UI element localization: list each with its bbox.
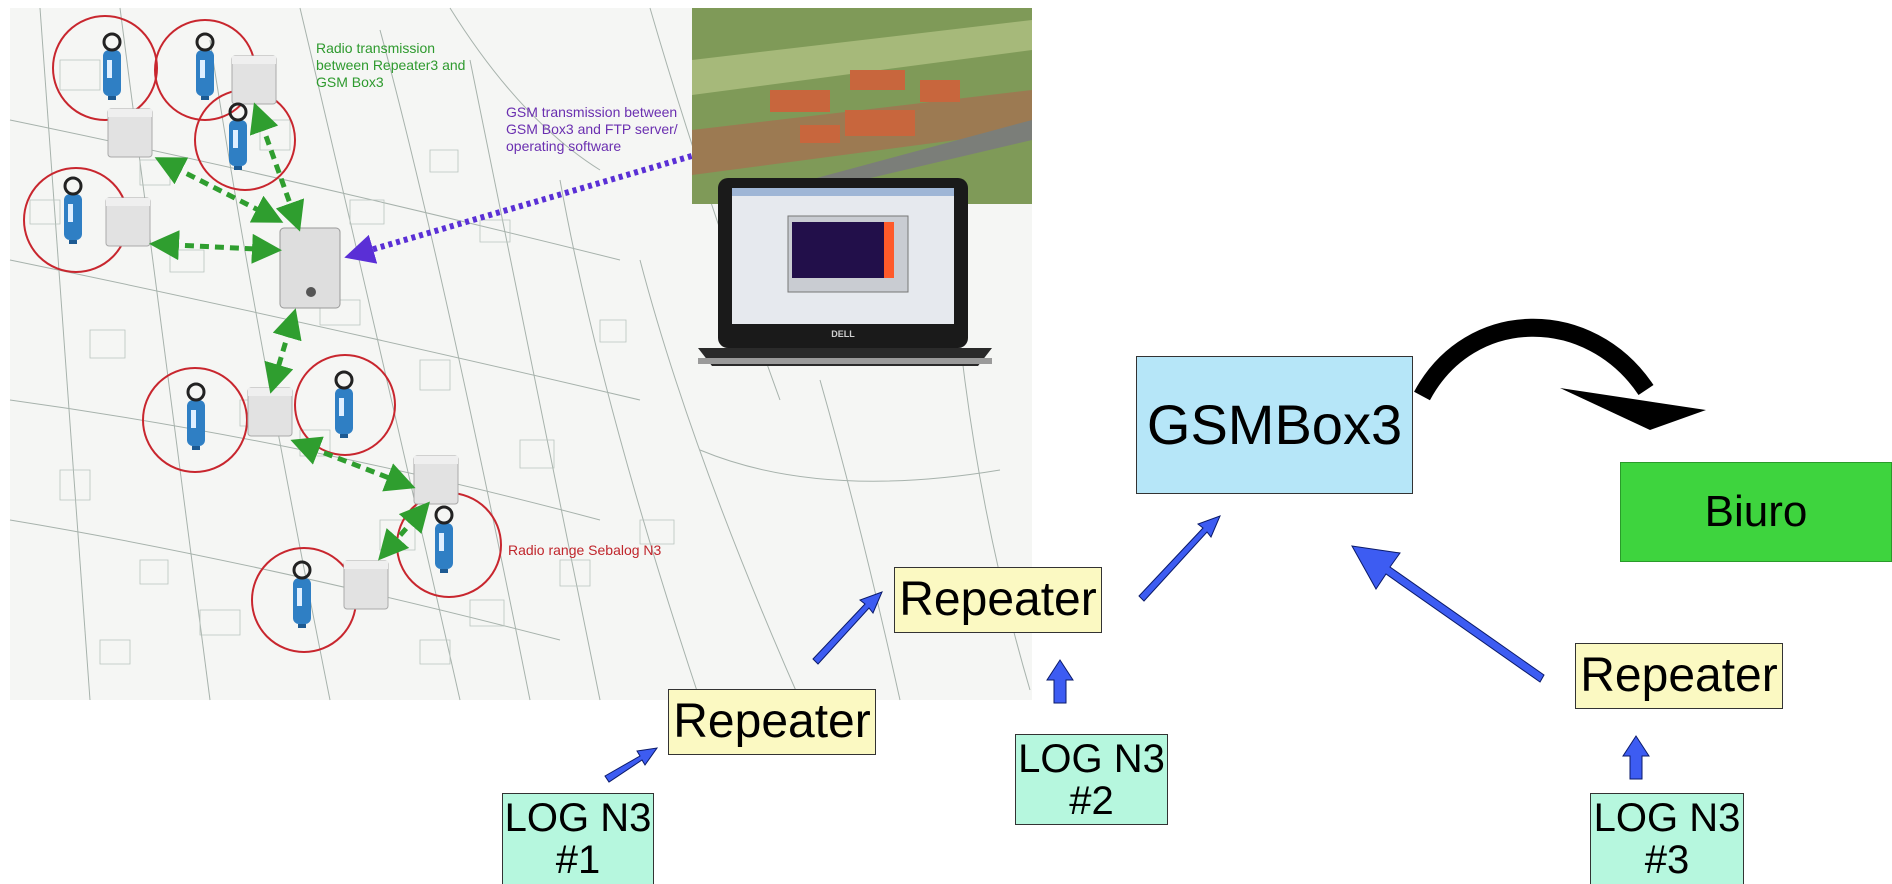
log-label-line2: #2	[1069, 778, 1114, 823]
arrow-repeater2-to-gsmbox	[1138, 515, 1221, 602]
radio-range-label: Radio range Sebalog N3	[508, 542, 662, 558]
gsm-transmission-label: GSM transmission between GSM Box3 and FT…	[506, 104, 678, 154]
repeater-label: Repeater	[899, 572, 1097, 626]
biuro-label: Biuro	[1704, 486, 1808, 536]
log-n3-node-1: LOG N3 #1	[502, 793, 654, 884]
arrow-repeater3-to-gsmbox	[1351, 545, 1545, 683]
arrow-repeater1-to-repeater2	[812, 591, 883, 665]
log-label-line1: LOG N3	[1018, 736, 1165, 781]
central-gsm-box-image	[279, 227, 341, 309]
aerial-photo	[692, 8, 1032, 204]
radio-transmission-links	[149, 102, 430, 561]
gsmbox3-label: GSMBox3	[1146, 392, 1403, 456]
log-n3-node-2: LOG N3 #2	[1015, 734, 1168, 825]
laptop-image: DELL	[698, 178, 992, 366]
repeater-node-3: Repeater	[1575, 643, 1783, 709]
flow-arrows	[604, 515, 1650, 783]
arrow-log2-to-repeater2	[1046, 659, 1074, 704]
repeater-node-1: Repeater	[668, 689, 876, 755]
repeater-node-2: Repeater	[894, 567, 1102, 633]
repeater-label: Repeater	[673, 694, 871, 748]
log-n3-node-3: LOG N3 #3	[1590, 793, 1744, 884]
log-label-line2: #1	[555, 838, 601, 882]
log-label-line1: LOG N3	[504, 796, 652, 840]
repeater-label: Repeater	[1580, 648, 1778, 702]
curved-arrow-gsmbox-to-biuro	[1414, 318, 1706, 430]
log-label-line1: LOG N3	[1593, 796, 1741, 840]
log-label-line2: #3	[1644, 838, 1690, 882]
biuro-node: Biuro	[1620, 462, 1892, 562]
gsmbox3-node: GSMBox3	[1136, 356, 1413, 494]
laptop-brand-logo: DELL	[831, 329, 855, 339]
radio-transmission-label: Radio transmission between Repeater3 and…	[316, 40, 466, 90]
arrow-log3-to-repeater3	[1622, 735, 1650, 780]
arrow-log1-to-repeater1	[604, 747, 659, 783]
